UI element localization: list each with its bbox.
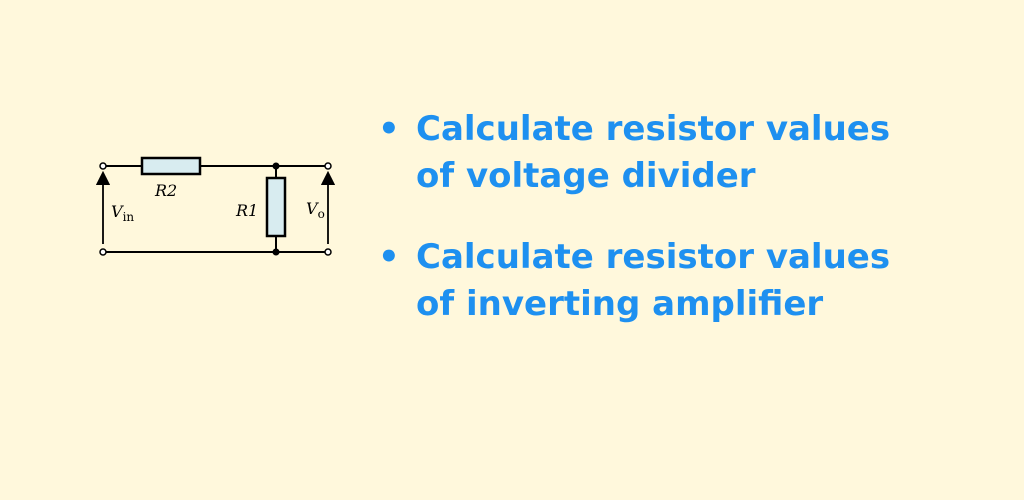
- terminal-in-top: [99, 162, 107, 170]
- junction-bottom: [272, 248, 280, 256]
- feature-item-inverting-amplifier: • Calculate resistor values of inverting…: [378, 234, 1018, 328]
- feature-text: Calculate resistor values of inverting a…: [416, 237, 891, 324]
- bullet-icon: •: [378, 109, 400, 149]
- vin-label-main: V: [111, 202, 124, 221]
- junction-top: [272, 162, 280, 170]
- terminal-in-bottom: [99, 248, 107, 256]
- vo-label-sub: o: [318, 207, 325, 221]
- vin-label-sub: in: [123, 210, 135, 224]
- terminal-out-bottom: [324, 248, 332, 256]
- vin-label: Vin: [111, 202, 134, 224]
- resistor-r2: [140, 156, 202, 176]
- bullet-icon: •: [378, 237, 400, 277]
- resistor-r1: [265, 176, 287, 238]
- terminal-out-top: [324, 162, 332, 170]
- vo-label: Vo: [306, 199, 325, 221]
- voltage-divider-diagram: R2 R1 Vin Vo: [95, 156, 336, 256]
- feature-text: Calculate resistor values of voltage div…: [416, 109, 891, 196]
- vo-label-main: V: [306, 199, 319, 218]
- feature-item-voltage-divider: • Calculate resistor values of voltage d…: [378, 106, 1018, 200]
- r2-label: R2: [154, 181, 177, 200]
- r1-label: R1: [235, 201, 258, 220]
- feature-list: • Calculate resistor values of voltage d…: [378, 106, 1018, 362]
